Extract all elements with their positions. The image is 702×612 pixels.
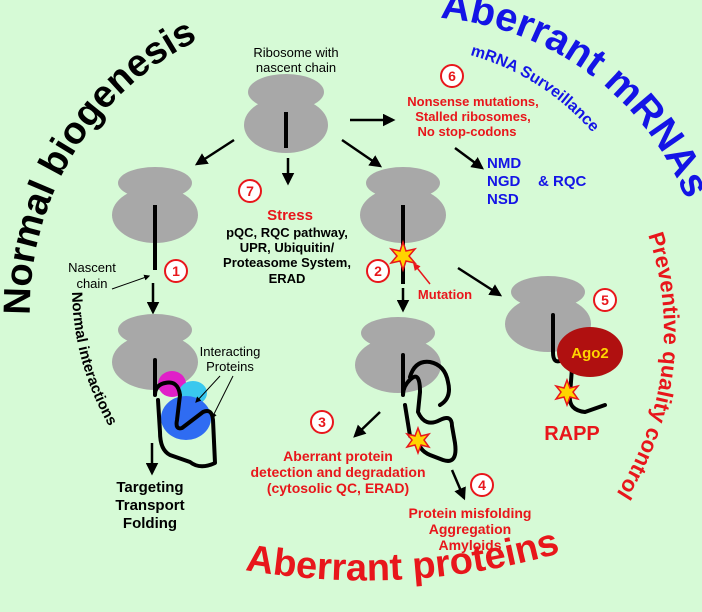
ribosome-mutant-bottom [355,317,441,393]
label-nascent: Nascent [68,260,116,275]
ribosome-rapp [505,276,591,352]
pointer-mutation [413,262,431,285]
label-ribosome-with: Ribosome with [253,45,338,60]
step4-line-1: Protein misfolding [409,505,532,521]
step6-line-3: No stop-codons [418,124,517,139]
rapp-star-icon [553,377,581,408]
misfolded-chain [401,353,458,463]
stress-title: Stress [267,207,313,224]
label-targeting: Targeting [116,479,183,496]
step-badge-6: 6 [440,64,464,88]
label-folding: Folding [123,515,177,532]
label-proteins: Proteins [206,359,254,374]
misfolded-chain-loop [408,359,451,407]
folded-chain-left [153,358,217,469]
label-interacting: Interacting [200,344,261,359]
svg-text:7: 7 [246,183,254,199]
svg-text:4: 4 [478,477,486,493]
stress-line-3: Proteasome System, [223,255,351,270]
stress-line-2: UPR, Ubiquitin/ [240,240,335,255]
step3-line-1: Aberrant protein [283,448,393,464]
surveillance-nmd: NMD [487,155,521,172]
step4-line-2: Aggregation [429,521,511,537]
misfold-star-icon [404,425,432,456]
arrow-to-degradation [353,411,381,438]
arc-title-preventive-quality-control: Preventive quality control [612,229,684,504]
svg-text:Ago2: Ago2 [571,345,609,362]
stress-line-1: pQC, RQC pathway, [226,225,348,240]
arrow-to-normal [194,138,235,166]
arrow-to-mutant [341,138,383,168]
step-badge-5: 5 [593,288,617,312]
pointer-protein-1 [195,375,221,403]
arrow-to-rapp [457,266,503,297]
ago2-protein: Ago2 [557,327,623,377]
mutation-star-icon [388,239,418,273]
surveillance-nsd: NSD [487,191,519,208]
arrow-to-aggregation [450,469,466,501]
step6-line-1: Nonsense mutations, [407,94,538,109]
svg-text:5: 5 [601,292,609,308]
step6-line-2: Stalled ribosomes, [415,109,531,124]
svg-text:3: 3 [318,414,326,430]
step-badge-3: 3 [310,410,334,434]
surveillance-ngd: NGD [487,173,521,190]
arrow-to-nmd [454,146,485,170]
stress-line-4: ERAD [269,271,306,286]
surveillance-rqc: & RQC [538,173,587,190]
arc-title-aberrant-proteins: Aberrant proteins [244,521,564,590]
svg-text:2: 2 [374,263,382,279]
step-badge-7: 7 [238,179,262,203]
step3-line-3: (cytosolic QC, ERAD) [267,480,409,496]
label-nascent-chain-top: nascent chain [256,60,336,75]
arrow-nascent-pointer [111,274,151,290]
step-badge-2: 2 [366,259,390,283]
label-transport: Transport [115,497,184,514]
step-badge-1: 1 [164,259,188,283]
label-rapp: RAPP [544,423,600,445]
label-mutation: Mutation [418,287,472,302]
step-badge-4: 4 [470,473,494,497]
step3-line-2: detection and degradation [250,464,425,480]
svg-text:1: 1 [172,263,180,279]
pointer-protein-2 [211,375,234,420]
svg-text:6: 6 [448,68,456,84]
label-chain: chain [76,276,107,291]
step4-line-3: Amyloids [438,537,501,553]
